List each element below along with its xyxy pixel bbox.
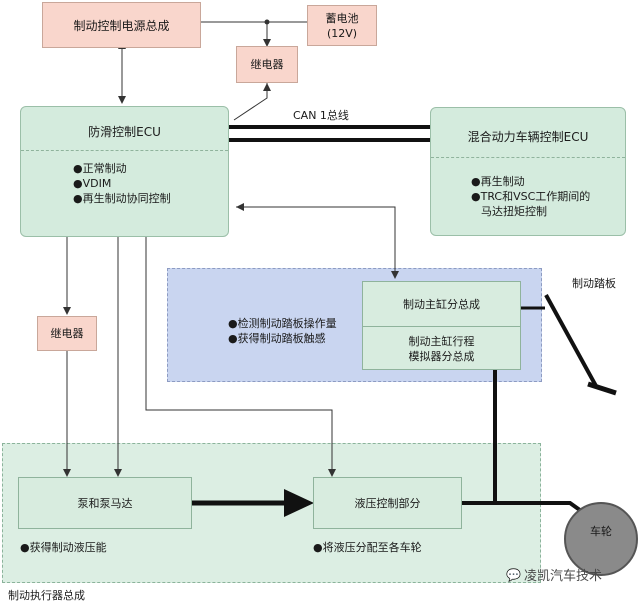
skid-ecu-title: 防滑控制ECU bbox=[88, 125, 161, 139]
stroke-simulator-label: 模拟器分总成 bbox=[408, 350, 475, 363]
hybrid-ecu-item: 马达扭矩控制 bbox=[481, 205, 547, 218]
hydraulic-note: ●将液压分配至各车轮 bbox=[313, 541, 422, 554]
pump-motor-box: 泵和泵马达 bbox=[18, 477, 192, 529]
pump-note: ●获得制动液压能 bbox=[20, 541, 107, 554]
stroke-simulator-label: 制动主缸行程 bbox=[408, 335, 475, 348]
can-bus-label: CAN 1总线 bbox=[293, 109, 349, 122]
watermark: 💬 凌凯汽车技术 bbox=[506, 565, 602, 585]
hybrid-ecu-item: ●TRC和VSC工作期间的 bbox=[471, 190, 591, 203]
master-cylinder-assembly: 制动主缸分总成 制动主缸行程 模拟器分总成 bbox=[362, 281, 521, 370]
skid-control-ecu: 防滑控制ECU ●正常制动 ●VDIM ●再生制动协同控制 bbox=[20, 106, 229, 237]
relay-top-label: 继电器 bbox=[250, 58, 284, 71]
power-supply-label: 制动控制电源总成 bbox=[73, 18, 170, 33]
hybrid-ecu-item: ●再生制动 bbox=[471, 175, 525, 188]
actuator-assembly-label: 制动执行器总成 bbox=[8, 589, 85, 602]
battery-box: 蓄电池 (12V) bbox=[307, 5, 377, 46]
hybrid-control-ecu: 混合动力车辆控制ECU ●再生制动 ●TRC和VSC工作期间的 马达扭矩控制 bbox=[430, 107, 626, 236]
relay-top-box: 继电器 bbox=[236, 46, 298, 83]
skid-ecu-item: ●正常制动 bbox=[73, 162, 127, 175]
wechat-icon: 💬 bbox=[506, 567, 521, 582]
power-supply-box: 制动控制电源总成 bbox=[42, 2, 201, 48]
master-cylinder-label: 制动主缸分总成 bbox=[363, 282, 520, 327]
relay-left-box: 继电器 bbox=[37, 316, 97, 351]
wheel-icon bbox=[564, 502, 638, 576]
hydraulic-control-label: 液压控制部分 bbox=[354, 496, 421, 510]
sensing-note: ●获得制动踏板触感 bbox=[228, 332, 326, 345]
hydraulic-control-box: 液压控制部分 bbox=[313, 477, 462, 529]
wheel-label: 车轮 bbox=[590, 525, 612, 538]
skid-ecu-item: ●再生制动协同控制 bbox=[73, 192, 171, 205]
skid-ecu-item: ●VDIM bbox=[73, 177, 112, 190]
relay-left-label: 继电器 bbox=[50, 327, 84, 340]
sensing-note: ●检测制动踏板操作量 bbox=[228, 317, 337, 330]
brake-pedal-label: 制动踏板 bbox=[572, 277, 616, 290]
hybrid-ecu-title: 混合动力车辆控制ECU bbox=[467, 130, 589, 144]
battery-label: 蓄电池 bbox=[325, 11, 359, 25]
watermark-text: 凌凯汽车技术 bbox=[523, 569, 602, 584]
pump-motor-label: 泵和泵马达 bbox=[77, 496, 133, 510]
battery-voltage: (12V) bbox=[326, 26, 358, 40]
sensing-notes: ●检测制动踏板操作量 ●获得制动踏板触感 bbox=[228, 316, 337, 346]
